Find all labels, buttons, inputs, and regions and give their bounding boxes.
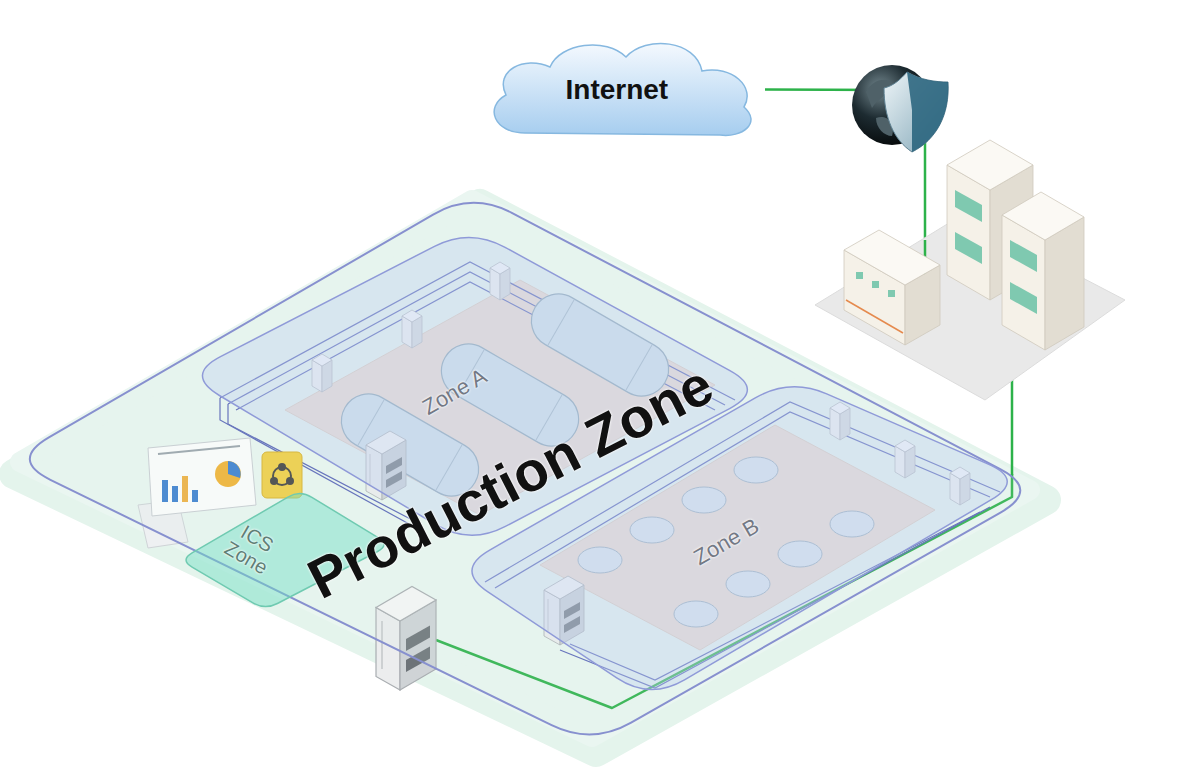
production-zone: Production ZoneZone AZone BICS Zone: [6, 188, 1044, 749]
zone-outline: [186, 494, 384, 607]
firewall-globe: [852, 65, 948, 152]
cloud-shape: [494, 43, 751, 135]
zone-label: Internet: [566, 75, 669, 106]
internet-cloud: Internet: [480, 35, 765, 143]
office-building: [844, 230, 940, 345]
campus-plate: [815, 215, 1125, 400]
ground-plane-inner: [20, 200, 1030, 737]
zone-outline: [472, 387, 1007, 690]
zone-outline: [30, 203, 1020, 735]
zone-region: Zone B: [451, 374, 1029, 704]
office-building: [1002, 192, 1084, 350]
